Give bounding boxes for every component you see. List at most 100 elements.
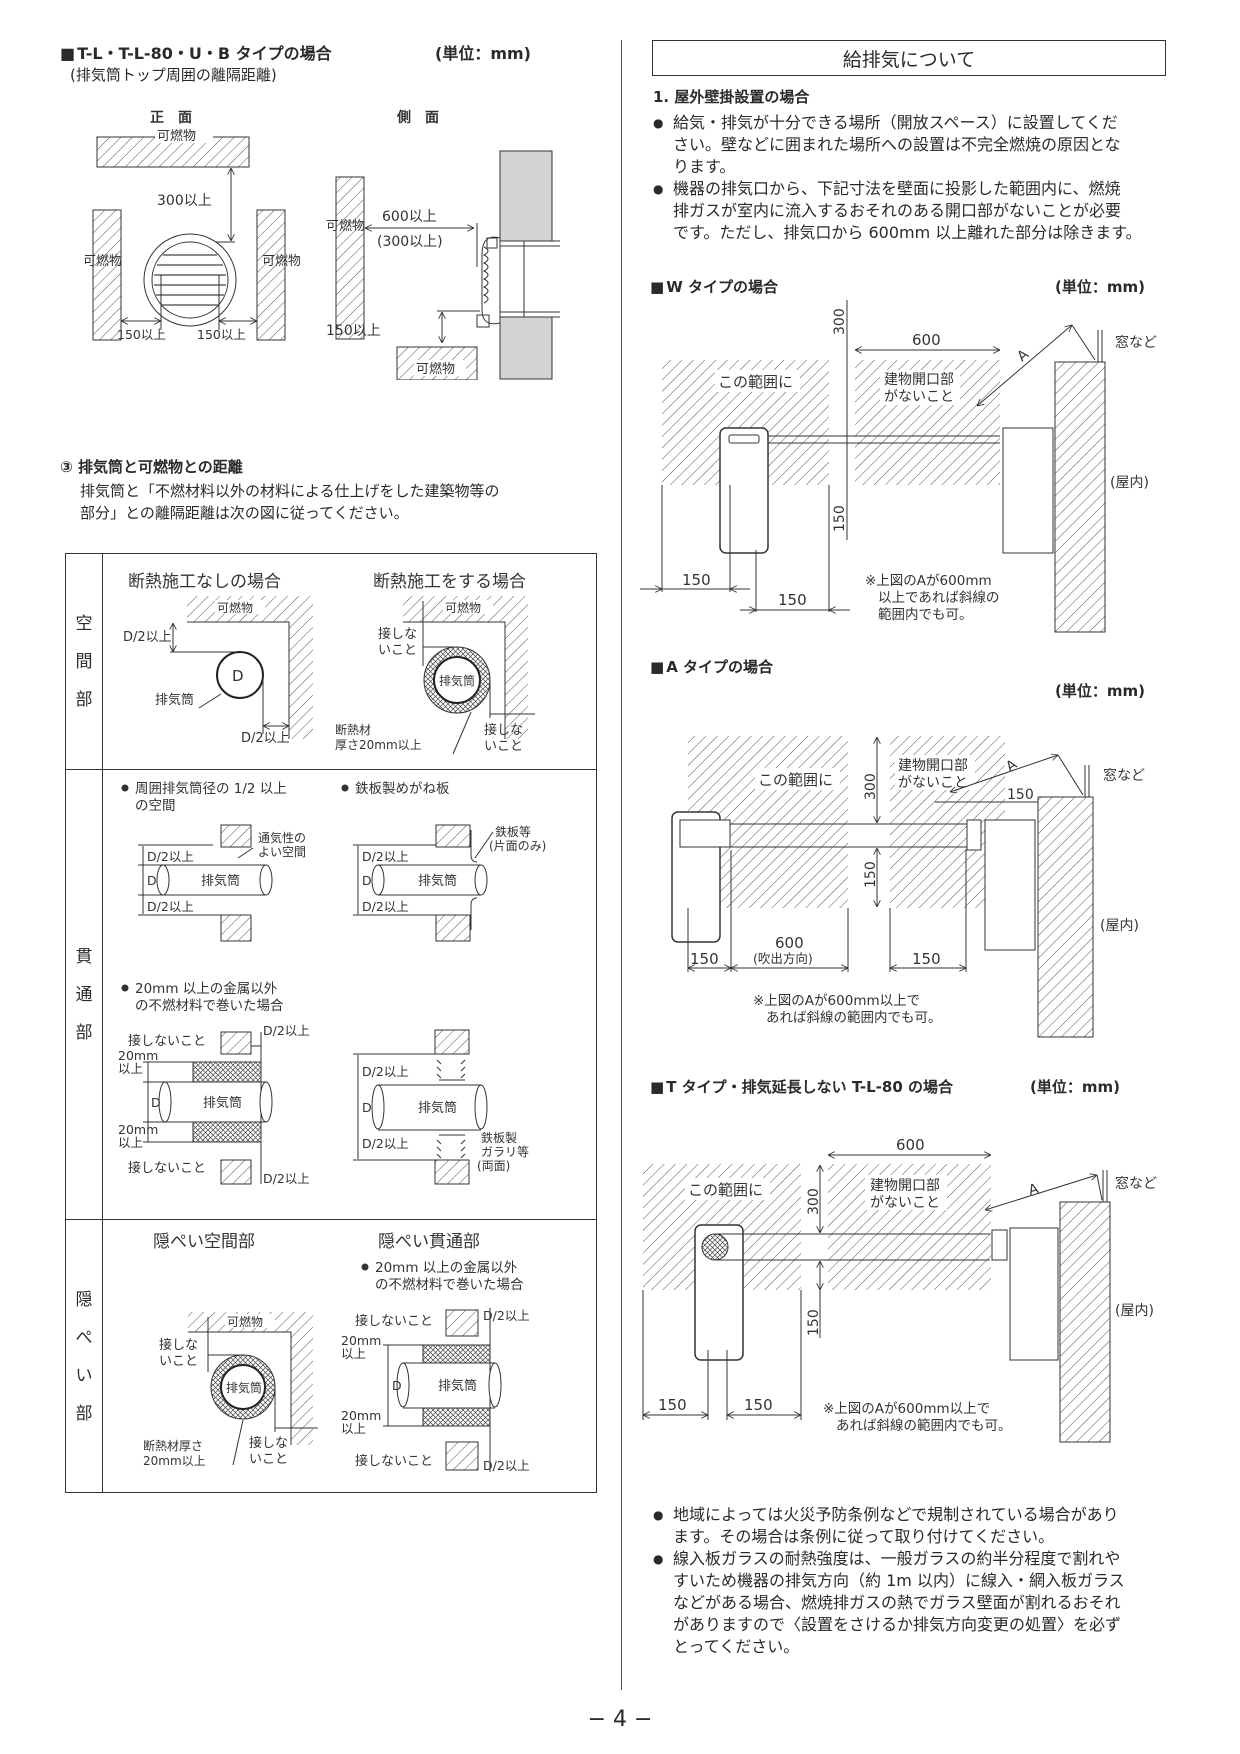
side-combustible-label: 可燃物 — [326, 218, 365, 234]
svg-text:D/2以上: D/2以上 — [483, 1458, 530, 1473]
row-label-space: 空間部 — [66, 554, 103, 769]
w-type-heading: W タイプの場合 — [650, 276, 778, 297]
svg-text:排気筒: 排気筒 — [438, 1378, 477, 1394]
a-type-diagram: この範囲に 建物開口部 がないこと 300 150 窓など (屋内) A 150… — [671, 736, 1145, 1038]
concealed-penetration-title: 隠ぺい貫通部 — [378, 1232, 480, 1252]
section-3-title: 排気筒と可燃物との距離 — [77, 458, 243, 476]
svg-text:20mm: 20mm — [118, 1122, 158, 1137]
combustible-left-label: 可燃物 — [85, 253, 122, 269]
svg-text:いこと: いこと — [484, 739, 523, 754]
svg-text:D/2以上: D/2以上 — [362, 1064, 409, 1079]
svg-text:20mm: 20mm — [118, 1048, 158, 1063]
svg-text:ガラリ等: ガラリ等 — [481, 1145, 529, 1159]
svg-text:接しないこと: 接しないこと — [128, 1033, 206, 1049]
dim-150-left: 150以上 — [117, 327, 166, 342]
svg-text:可燃物: 可燃物 — [445, 600, 481, 615]
section-heading-tl-types: T-L・T-L-80・U・B タイプの場合 — [60, 40, 331, 64]
svg-text:鉄板製: 鉄板製 — [481, 1130, 517, 1145]
svg-text:排気筒: 排気筒 — [418, 873, 457, 889]
svg-text:20mm 以上の金属以外: 20mm 以上の金属以外 — [135, 981, 278, 997]
svg-text:150: 150 — [658, 1396, 687, 1414]
svg-text:300: 300 — [806, 1188, 822, 1215]
svg-text:D/2以上: D/2以上 — [263, 1023, 310, 1038]
wall — [1054, 361, 1106, 633]
wall — [1037, 796, 1094, 1038]
svg-text:(屋内): (屋内) — [1115, 1303, 1154, 1319]
svg-text:(吹出方向): (吹出方向) — [753, 951, 813, 966]
svg-text:D: D — [151, 1095, 161, 1110]
svg-text:排気筒: 排気筒 — [439, 673, 475, 688]
page-title: 給排気について — [652, 40, 1166, 76]
w-type-unit: (単位：mm) — [1055, 278, 1145, 296]
space-diagram: 断熱施工なしの場合 断熱施工をする場合 可燃物 D/2以上 D D/2以上 排気… — [123, 572, 535, 755]
svg-text:D: D — [232, 667, 244, 685]
wall — [1059, 1201, 1111, 1443]
svg-text:範囲内でも可。: 範囲内でも可。 — [878, 607, 973, 623]
svg-text:建物開口部: 建物開口部 — [884, 372, 954, 388]
svg-text:150: 150 — [690, 950, 719, 968]
svg-text:(屋内): (屋内) — [1110, 475, 1149, 491]
svg-text:接しな: 接しな — [378, 626, 417, 642]
svg-text:この範囲に: この範囲に — [688, 1181, 763, 1199]
table-row-space: 空間部 断熱施工なしの場合 断熱施工をする場合 可燃物 D/2以上 D D/2以… — [66, 554, 596, 769]
svg-text:150: 150 — [863, 861, 879, 888]
svg-text:可燃物: 可燃物 — [217, 600, 253, 615]
svg-text:通気性の: 通気性の — [258, 830, 306, 845]
svg-text:排気筒: 排気筒 — [418, 1100, 457, 1116]
svg-text:の不燃材料で巻いた場合: の不燃材料で巻いた場合 — [375, 1276, 524, 1293]
svg-text:D/2以上: D/2以上 — [123, 630, 172, 645]
svg-text:(両面): (両面) — [477, 1159, 510, 1173]
w-type-diagram: この範囲に 建物開口部 がないこと 300 150 600 窓など (屋内) A… — [640, 300, 1157, 633]
svg-text:D: D — [362, 1100, 372, 1115]
svg-text:接しないこと: 接しないこと — [355, 1453, 433, 1469]
svg-text:D/2以上: D/2以上 — [241, 731, 290, 746]
dim-150-below: 150以上 — [326, 323, 381, 339]
svg-text:鉄板製めがね板: 鉄板製めがね板 — [355, 781, 450, 797]
concealed-space-title: 隠ぺい空間部 — [153, 1232, 255, 1252]
t-unit-front — [694, 1224, 744, 1361]
svg-text:接しな: 接しな — [484, 722, 523, 738]
intro-bullet-2: 機器の排気口から、下記寸法を壁面に投影した範囲内に、燃焼排ガスが室内に流入するお… — [653, 178, 1173, 244]
svg-text:断熱材厚さ: 断熱材厚さ — [143, 1438, 203, 1453]
svg-text:D: D — [362, 873, 372, 888]
svg-text:排気筒: 排気筒 — [203, 1095, 242, 1111]
t-type-diagram: この範囲に 建物開口部 がないこと 300 150 600 窓など (屋内) A… — [642, 1136, 1157, 1443]
section-3-marker: ③ — [60, 458, 73, 476]
section-heading-outdoor-wall: 1. 屋外壁掛設置の場合 — [653, 88, 810, 106]
svg-text:の空間: の空間 — [135, 798, 176, 814]
t-type-heading: T タイプ・排気延長しない T-L-80 の場合 — [650, 1076, 953, 1097]
intro-bullet-1: 給気・排気が十分できる場所（開放スペース）に設置してください。壁などに囲まれた場… — [653, 112, 1173, 178]
svg-text:150: 150 — [682, 571, 711, 589]
t-unit-side — [1009, 1227, 1059, 1361]
combustible-right-label: 可燃物 — [262, 253, 300, 269]
front-view-title: 正 面 — [150, 110, 192, 126]
svg-text:建物開口部: 建物開口部 — [870, 1178, 940, 1194]
svg-text:窓など: 窓など — [1115, 1175, 1157, 1192]
warning-bullet-1: 地域によっては火災予防条例などで規制されている場合があります。その場合は条例に従… — [653, 1504, 1178, 1548]
svg-text:いこと: いこと — [378, 643, 417, 658]
column-divider — [621, 40, 622, 1690]
svg-text:※上図のAが600mm: ※上図のAが600mm — [865, 573, 992, 589]
a-type-unit: (単位：mm) — [1055, 682, 1145, 700]
a-unit-side — [984, 819, 1036, 951]
svg-text:接しな: 接しな — [159, 1337, 198, 1353]
dim-300-above: 300以上 — [157, 193, 212, 209]
svg-text:D: D — [392, 1378, 402, 1393]
svg-text:の不燃材料で巻いた場合: の不燃材料で巻いた場合 — [135, 997, 284, 1014]
row-label-penetration: 貫通部 — [66, 770, 103, 1220]
svg-text:排気筒: 排気筒 — [201, 873, 240, 889]
svg-text:厚さ20mm以上: 厚さ20mm以上 — [335, 738, 422, 752]
svg-text:排気筒: 排気筒 — [226, 1380, 262, 1395]
svg-text:以上: 以上 — [118, 1061, 143, 1076]
concealed-diagram: 隠ぺい空間部 隠ぺい貫通部 20mm 以上の金属以外 の不燃材料で巻いた場合 可… — [143, 1232, 530, 1473]
svg-text:建物開口部: 建物開口部 — [898, 758, 968, 774]
svg-text:いこと: いこと — [249, 1452, 288, 1467]
svg-text:この範囲に: この範囲に — [758, 771, 833, 789]
svg-text:D/2以上: D/2以上 — [147, 899, 194, 914]
svg-text:排気筒: 排気筒 — [155, 692, 194, 708]
svg-text:600: 600 — [912, 331, 941, 349]
page-number: − 4 − — [587, 1707, 653, 1732]
w-unit-side — [1002, 427, 1054, 554]
svg-text:600: 600 — [775, 934, 804, 952]
svg-text:以上: 以上 — [341, 1421, 366, 1436]
